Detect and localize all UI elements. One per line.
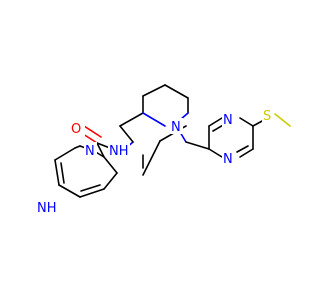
indazole-nh-label: NH	[37, 201, 57, 216]
bond	[274, 113, 291, 127]
indazole-n-label: N	[85, 144, 95, 159]
bond	[142, 84, 166, 97]
bond	[54, 147, 76, 161]
bond	[60, 162, 65, 184]
bond	[142, 140, 161, 176]
bond	[119, 112, 144, 127]
bond	[83, 125, 102, 138]
bonds	[54, 84, 291, 198]
bond	[239, 148, 254, 158]
bond	[142, 112, 166, 127]
bond	[103, 156, 118, 174]
oxygen-atom-label: O	[71, 122, 81, 137]
bond	[208, 148, 223, 158]
bond	[164, 84, 189, 99]
bond	[103, 172, 118, 190]
bond	[119, 125, 134, 143]
bond	[236, 145, 249, 153]
piperidine-n-label: N	[171, 120, 181, 135]
bond	[96, 142, 111, 149]
structure-canvas: O NH N NH N N N S	[37, 84, 291, 216]
pyrimidine-n2-label: N	[223, 152, 233, 167]
bond	[208, 117, 223, 127]
pyrimidine-n1-label: N	[223, 113, 233, 128]
bond	[185, 141, 210, 150]
bond	[239, 117, 254, 127]
bond	[80, 184, 101, 192]
bond	[74, 145, 81, 149]
bond	[79, 188, 105, 198]
bond	[96, 142, 105, 158]
sulfur-atom-label: S	[263, 109, 271, 124]
amide-nh-label: NH	[109, 144, 129, 159]
molecule-structure-diagram: O NH N NH N N N S	[37, 84, 291, 216]
bond	[54, 159, 60, 186]
atom-labels: O NH N NH N N N S	[37, 107, 274, 216]
bond	[58, 184, 81, 198]
